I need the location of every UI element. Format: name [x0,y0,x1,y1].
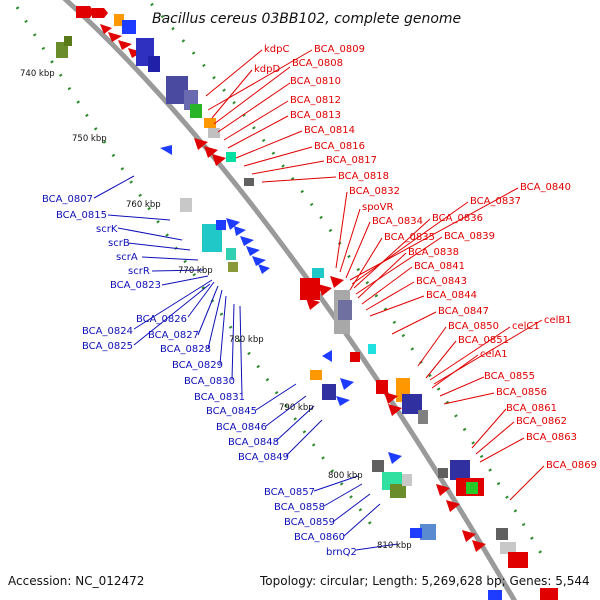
topology-text: Topology: circular; Length: 5,269,628 bp… [260,574,590,588]
gene-label[interactable]: celB1 [544,315,572,326]
gene-label[interactable]: BCA_0844 [426,290,477,301]
gene-label[interactable]: BCA_0856 [496,387,547,398]
gene-label[interactable]: BCA_0818 [338,171,389,182]
tick-label: 750 kbp [72,134,107,144]
gene-label[interactable]: BCA_0838 [408,247,459,258]
gene-label[interactable]: BCA_0859 [284,517,335,528]
tick-label: 760 kbp [126,200,161,210]
gene-label[interactable]: celC1 [512,321,540,332]
gene-label[interactable]: BCA_0828 [160,344,211,355]
gene-label[interactable]: BCA_0841 [414,261,465,272]
gene-label[interactable]: BCA_0830 [184,376,235,387]
gene-label[interactable]: BCA_0807 [42,194,93,205]
gene-label[interactable]: BCA_0843 [416,276,467,287]
gene-label[interactable]: scrK [96,224,118,235]
gene-label[interactable]: scrR [128,266,150,277]
gene-label[interactable]: BCA_0824 [82,326,133,337]
gene-label[interactable]: BCA_0829 [172,360,223,371]
gene-label[interactable]: BCA_0851 [458,335,509,346]
gene-label[interactable]: BCA_0862 [516,416,567,427]
gene-label[interactable]: BCA_0827 [148,330,199,341]
gene-label[interactable]: BCA_0812 [290,95,341,106]
gene-label[interactable]: BCA_0809 [314,44,365,55]
gene-label[interactable]: BCA_0817 [326,155,377,166]
gene-label[interactable]: BCA_0861 [506,403,557,414]
gene-label[interactable]: BCA_0849 [238,452,289,463]
gene-label[interactable]: BCA_0837 [470,196,521,207]
gene-label[interactable]: BCA_0825 [82,341,133,352]
gene-label[interactable]: BCA_0863 [526,432,577,443]
accession-text: Accession: NC_012472 [8,574,145,588]
map-title: Bacillus cereus 03BB102, complete genome [152,11,461,27]
tick-label: 740 kbp [20,69,55,79]
gene-label[interactable]: scrA [116,252,138,263]
gene-label[interactable]: BCA_0831 [194,392,245,403]
gene-label[interactable]: BCA_0846 [216,422,267,433]
tick-label: 770 kbp [178,266,213,276]
gene-label[interactable]: BCA_0848 [228,437,279,448]
tick-label: 810 kbp [377,541,412,551]
gene-label[interactable]: BCA_0845 [206,406,257,417]
gene-label[interactable]: celA1 [480,349,508,360]
genome-backbone [62,0,518,600]
label-connectors [93,49,545,551]
gene-label[interactable]: BCA_0847 [438,306,489,317]
tick-label: 800 kbp [328,471,363,481]
gene-label[interactable]: kdpC [264,44,289,55]
gene-label[interactable]: BCA_0855 [484,371,535,382]
gene-label[interactable]: BCA_0858 [274,502,325,513]
tick-label: 790 kbp [279,403,314,413]
gene-label[interactable]: BCA_0836 [432,213,483,224]
gene-label[interactable]: BCA_0834 [372,216,423,227]
gene-label[interactable]: spoVR [362,202,394,213]
gene-label[interactable]: BCA_0869 [546,460,597,471]
gene-label[interactable]: brnQ2 [326,547,357,558]
gene-label[interactable]: BCA_0815 [56,210,107,221]
gene-label[interactable]: BCA_0839 [444,231,495,242]
gene-label[interactable]: BCA_0808 [292,58,343,69]
gene-label[interactable]: BCA_0823 [110,280,161,291]
gene-label[interactable]: BCA_0840 [520,182,571,193]
gene-label[interactable]: BCA_0813 [290,110,341,121]
gene-label[interactable]: BCA_0826 [136,314,187,325]
gene-label[interactable]: BCA_0816 [314,141,365,152]
gene-features [56,6,558,600]
reverse-gene-labels: BCA_0807 BCA_0815 scrK scrB scrA scrR BC… [42,194,357,558]
gene-label[interactable]: BCA_0860 [294,532,345,543]
forward-gene-labels: kdpC BCA_0809 kdpD BCA_0808 BCA_0810 BCA… [254,44,597,471]
gene-label[interactable]: scrB [108,238,130,249]
gene-label[interactable]: BCA_0814 [304,125,355,136]
gene-label[interactable]: BCA_0810 [290,76,341,87]
tick-label: 780 kbp [229,335,264,345]
gene-label[interactable]: kdpD [254,64,280,75]
gene-label[interactable]: BCA_0850 [448,321,499,332]
gene-label[interactable]: BCA_0835 [384,232,435,243]
tick-labels: 740 kbp 750 kbp 760 kbp 770 kbp 780 kbp … [20,69,412,551]
gene-label[interactable]: BCA_0857 [264,487,315,498]
gene-label[interactable]: BCA_0832 [349,186,400,197]
